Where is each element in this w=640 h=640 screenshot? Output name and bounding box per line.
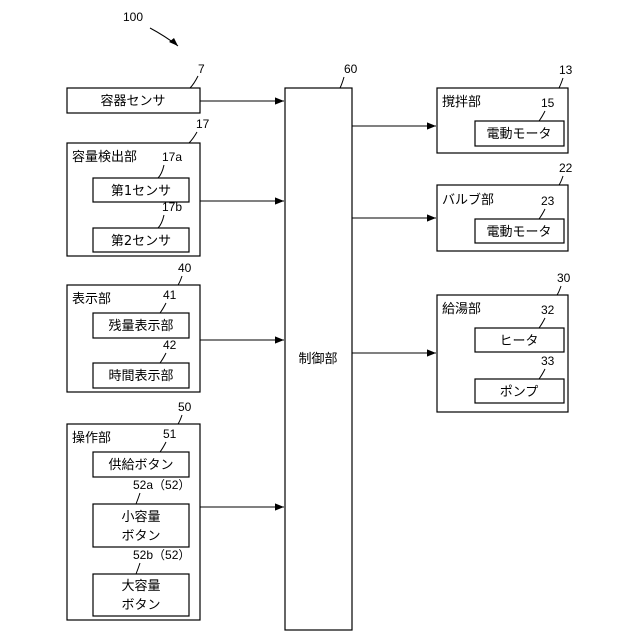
valve-label: バルブ部 [442,192,494,208]
operation-ref: 50 [178,400,192,414]
time-display-ref: 42 [163,338,177,352]
remaining-display-ref: 41 [163,288,177,302]
capacity-detector-ref: 17 [196,117,210,131]
supply-button-label: 供給ボタン [108,458,173,473]
sensor2-label: 第2センサ [111,234,171,249]
controller-label: 制御部 [298,352,337,367]
hot-water-leader [557,286,561,295]
small-capacity-button-label-1: 小容量 [121,509,160,525]
container-sensor-label: 容器センサ [100,93,165,109]
display-ref: 40 [178,261,192,275]
valve-motor-label: 電動モータ [486,225,551,240]
controller-leader [340,77,344,88]
display-leader [178,276,182,285]
small-capacity-button-label-2: ボタン [121,529,160,544]
remaining-display-label: 残量表示部 [108,319,173,334]
operation-label: 操作部 [72,430,111,446]
stirrer-label: 撹拌部 [442,95,481,110]
sensor1-ref: 17a [162,150,182,164]
heater-label: ヒータ [499,334,538,349]
figure-pointer-head [169,38,178,46]
valve-ref: 22 [559,161,573,175]
large-capacity-button-label-2: ボタン [121,598,160,613]
sensor1-label: 第1センサ [111,184,171,199]
container-sensor-ref: 7 [198,62,205,76]
stirrer-motor-ref: 15 [541,96,555,110]
valve-leader [559,176,563,185]
small-capacity-button-ref: 52a（52） [133,478,190,492]
capacity-detector-leader [189,132,197,143]
hot-water-label: 給湯部 [442,302,481,317]
operation-leader [178,415,182,424]
sensor2-ref: 17b [162,200,182,214]
pump-label: ポンプ [500,385,539,400]
valve-motor-ref: 23 [541,194,555,208]
time-display-label: 時間表示部 [108,369,173,384]
pump-ref: 33 [541,354,555,368]
large-capacity-button-ref: 52b（52） [133,548,190,562]
stirrer-leader [559,78,563,88]
controller-ref: 60 [344,62,358,76]
capacity-detector-label: 容量検出部 [72,149,137,165]
container-sensor-leader [190,76,198,88]
display-label: 表示部 [72,292,111,307]
large-capacity-button-label-1: 大容量 [121,578,160,594]
stirrer-ref: 13 [559,63,573,77]
figure-number: 100 [123,10,143,24]
stirrer-motor-label: 電動モータ [486,127,551,142]
hot-water-ref: 30 [557,271,571,285]
supply-button-ref: 51 [163,427,177,441]
heater-ref: 32 [541,303,555,317]
